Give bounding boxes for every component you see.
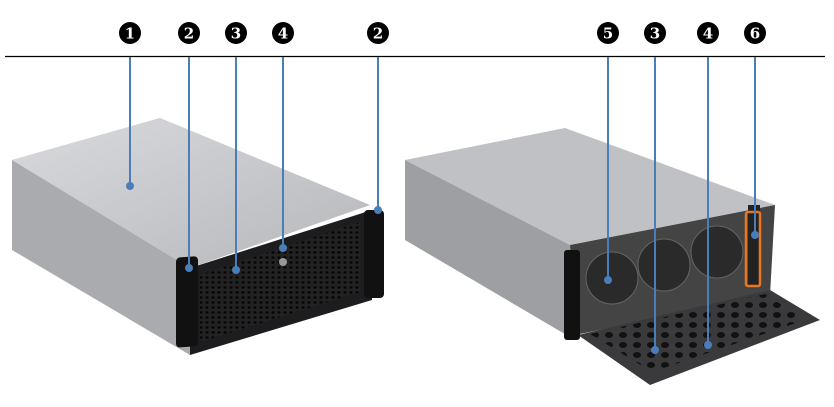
svg-text:1: 1	[125, 25, 135, 43]
left-chassis-image	[12, 118, 384, 355]
highlight-box	[744, 210, 762, 288]
callout-5: 5	[597, 22, 619, 44]
callout-3-right: 3	[644, 22, 666, 44]
callout-1: 1	[119, 22, 141, 44]
svg-text:5: 5	[603, 25, 613, 43]
callout-2: 2	[178, 22, 200, 44]
svg-text:3: 3	[650, 25, 660, 43]
callout-6: 6	[744, 22, 766, 44]
svg-text:2: 2	[184, 25, 194, 43]
callout-3: 3	[225, 22, 247, 44]
right-chassis-image	[405, 128, 820, 385]
svg-text:6: 6	[750, 25, 760, 43]
leader-lines	[126, 57, 759, 354]
svg-text:4: 4	[703, 25, 713, 43]
svg-text:2: 2	[373, 25, 383, 43]
svg-text:4: 4	[278, 25, 288, 43]
callout-4: 4	[272, 22, 294, 44]
callout-4-right: 4	[697, 22, 719, 44]
callout-2-handle: 2	[367, 22, 389, 44]
svg-text:3: 3	[231, 25, 241, 43]
